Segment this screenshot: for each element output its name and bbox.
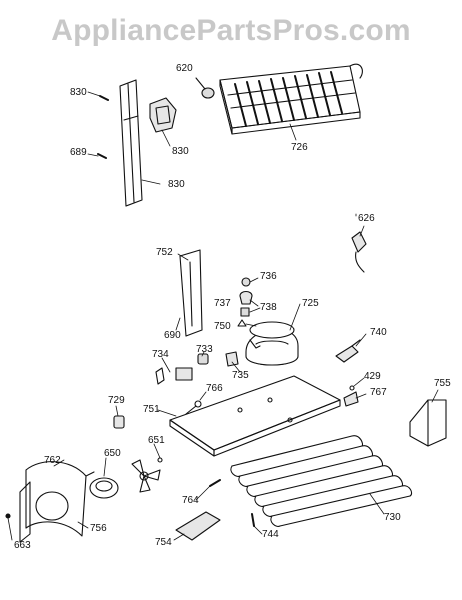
part-label-764: 764 <box>182 495 199 506</box>
part-734-block <box>175 367 193 381</box>
compressor-725 <box>245 321 299 366</box>
part-734-clip <box>155 367 165 385</box>
part-663-screw <box>5 513 11 519</box>
part-764-screw <box>209 479 221 487</box>
part-label-725: 725 <box>302 298 319 309</box>
part-label-690: 690 <box>164 330 181 341</box>
part-738-relay <box>240 307 250 317</box>
part-label-737: 737 <box>214 298 231 309</box>
part-label-754: 754 <box>155 537 172 548</box>
part-label-751: 751 <box>143 404 160 415</box>
part-733-plug <box>197 353 209 365</box>
part-830-channel <box>119 79 143 207</box>
part-label-766: 766 <box>206 383 223 394</box>
part-label-762: 762 <box>44 455 61 466</box>
part-label-740: 740 <box>370 327 387 338</box>
part-737-cover <box>239 290 253 305</box>
part-736-cap <box>241 277 251 287</box>
part-label-730: 730 <box>384 512 401 523</box>
part-620-knob <box>195 77 215 99</box>
part-744-pin <box>251 513 255 527</box>
base-pan-751 <box>169 375 341 457</box>
part-label-752: 752 <box>156 247 173 258</box>
part-label-663: 663 <box>14 540 31 551</box>
part-label-767: 767 <box>370 387 387 398</box>
part-740-harness <box>335 339 361 363</box>
part-729-cap <box>113 415 125 429</box>
fan-shroud-762 <box>19 461 95 543</box>
part-label-626: 626 <box>358 213 375 224</box>
part-label-756: 756 <box>90 523 107 534</box>
part-429-nut <box>349 385 355 391</box>
part-750-clip <box>237 319 247 327</box>
leader-lines <box>7 91 439 541</box>
part-label-726: 726 <box>291 142 308 153</box>
part-label-729: 729 <box>108 395 125 406</box>
part-label-750: 750 <box>214 321 231 332</box>
part-754-bracket <box>175 511 221 541</box>
part-label-744: 744 <box>262 529 279 540</box>
condenser-730 <box>230 435 413 527</box>
site-watermark: AppliancePartsPros.com <box>51 14 411 47</box>
part-766-grommet <box>194 400 202 408</box>
part-755-bracket <box>409 399 447 447</box>
part-label-620: 620 <box>176 63 193 74</box>
part-label-830-channel: 830 <box>168 179 185 190</box>
part-label-651: 651 <box>148 435 165 446</box>
part-735-clamp <box>225 351 239 367</box>
part-689-screw <box>97 153 107 159</box>
part-830-screw <box>99 95 109 101</box>
part-830-bracket <box>149 97 177 133</box>
part-label-689: 689 <box>70 147 87 158</box>
part-626-clip <box>351 231 367 273</box>
part-label-830-screw: 830 <box>70 87 87 98</box>
part-label-650: 650 <box>104 448 121 459</box>
part-label-755: 755 <box>434 378 451 389</box>
part-label-736: 736 <box>260 271 277 282</box>
part-752-bracket <box>179 249 203 337</box>
part-label-733: 733 <box>196 344 213 355</box>
evaporator-726 <box>219 63 363 135</box>
part-767-bracket <box>343 391 359 407</box>
part-label-734: 734 <box>152 349 169 360</box>
part-label-735: 735 <box>232 370 249 381</box>
part-label-830-bracket: 830 <box>172 146 189 157</box>
fan-motor-650 <box>89 477 119 499</box>
part-label-429: 429 <box>364 371 381 382</box>
part-label-738: 738 <box>260 302 277 313</box>
fan-blade-651 <box>131 457 163 493</box>
